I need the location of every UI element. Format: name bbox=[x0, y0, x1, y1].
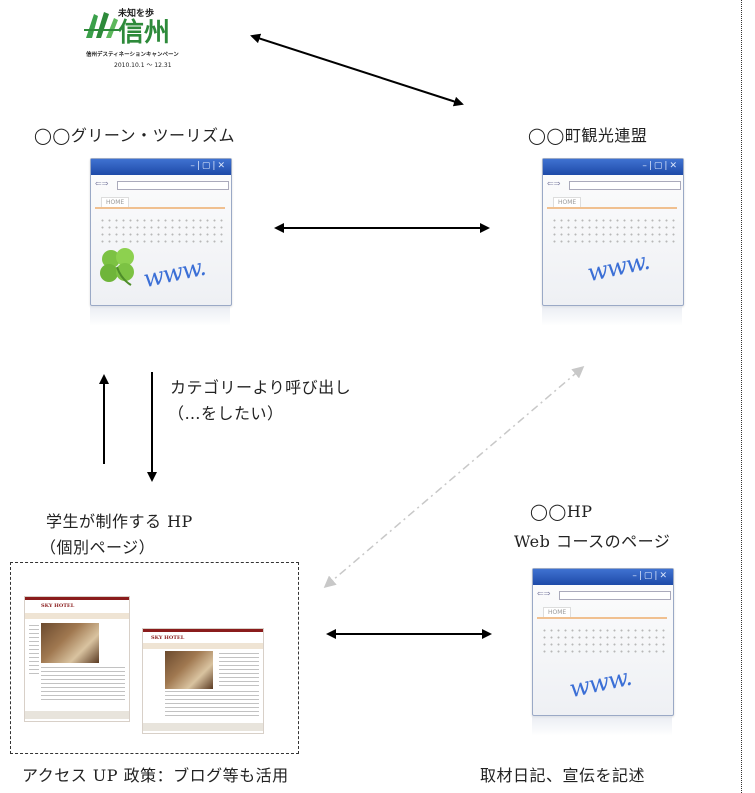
window-controls-icon: –|▢|✕ bbox=[642, 161, 679, 171]
address-bar bbox=[559, 591, 671, 600]
www-text: www. bbox=[584, 246, 652, 288]
window-reflection bbox=[532, 716, 672, 736]
category-label-line1: カテゴリーより呼び出し bbox=[170, 378, 352, 397]
hotel-header-bar bbox=[25, 597, 129, 600]
home-tab: HOME bbox=[553, 197, 582, 207]
browser-titlebar: –|▢|✕ bbox=[543, 159, 683, 175]
browser-frame: –|▢|✕ ⇐⇒ HOME www. bbox=[532, 568, 674, 716]
student-hp-label-line1: 学生が制作する HP bbox=[46, 512, 193, 531]
browser-titlebar: –|▢|✕ bbox=[533, 569, 673, 585]
window-controls-icon: –|▢|✕ bbox=[190, 161, 227, 171]
home-tab: HOME bbox=[543, 607, 572, 617]
logo-sub-text: 信州デスティネーションキャンペーン bbox=[86, 52, 179, 58]
leaf-logo-icon bbox=[84, 12, 120, 38]
hotel-logo: SKY HOTEL bbox=[41, 603, 75, 609]
window-reflection bbox=[542, 306, 682, 326]
hotel-photo bbox=[41, 623, 99, 663]
hotel-logo: SKY HOTEL bbox=[151, 635, 185, 641]
student-hp-group bbox=[10, 562, 299, 754]
hotel-site-screenshot-1: SKY HOTEL bbox=[24, 596, 130, 722]
category-label-line2: （…をしたい） bbox=[168, 404, 284, 423]
green-tourism-browser-window: –|▢|✕ ⇐⇒ HOME www. bbox=[90, 158, 232, 326]
home-tab: HOME bbox=[101, 197, 130, 207]
shinshu-campaign-logo: 未知を歩 信州 信州デスティネーションキャンペーン 2010.10.1 ～ 12… bbox=[82, 4, 202, 72]
student-hp-label-line2: （個別ページ） bbox=[40, 538, 156, 557]
hotel-footer bbox=[143, 723, 263, 731]
hotel-header-bar bbox=[143, 629, 263, 632]
tab-line bbox=[537, 617, 667, 619]
town-tourism-browser-window: –|▢|✕ ⇐⇒ HOME www. bbox=[542, 158, 684, 326]
dot-grid bbox=[541, 627, 665, 657]
hotel-nav bbox=[143, 643, 263, 649]
arrow-logo-town bbox=[250, 33, 464, 107]
green-tourism-label: ◯◯グリーン・ツーリズム bbox=[34, 126, 236, 145]
nav-arrows-icon: ⇐⇒ bbox=[95, 179, 109, 188]
hotel-side-text bbox=[29, 625, 39, 675]
hotel-photo bbox=[165, 651, 213, 689]
logo-date-text: 2010.10.1 ～ 12.31 bbox=[114, 62, 172, 69]
page-right-border bbox=[741, 0, 742, 793]
dot-grid bbox=[99, 217, 223, 247]
arrow-student-town-dashed bbox=[323, 366, 585, 588]
window-reflection bbox=[90, 306, 230, 326]
org-hp-label-line1: ◯◯HP bbox=[530, 502, 593, 521]
hotel-body-text bbox=[165, 691, 259, 717]
www-text: www. bbox=[566, 662, 634, 704]
org-hp-label-line2: Web コースのページ bbox=[514, 532, 671, 551]
browser-frame: –|▢|✕ ⇐⇒ HOME www. bbox=[542, 158, 684, 306]
logo-top-text: 未知を歩 bbox=[118, 9, 155, 19]
browser-frame: –|▢|✕ ⇐⇒ HOME www. bbox=[90, 158, 232, 306]
window-controls-icon: –|▢|✕ bbox=[632, 571, 669, 581]
logo-main-text: 信州 bbox=[118, 18, 171, 48]
hotel-site-screenshot-2: SKY HOTEL bbox=[142, 628, 264, 734]
town-tourism-label: ◯◯町観光連盟 bbox=[528, 126, 648, 145]
hotel-nav bbox=[25, 613, 129, 619]
hotel-side-text bbox=[219, 653, 259, 687]
hotel-body-text bbox=[41, 667, 125, 703]
address-bar bbox=[569, 181, 681, 190]
hotel-footer bbox=[25, 711, 129, 719]
tab-line bbox=[547, 207, 677, 209]
interview-diary-label: 取材日記、宣伝を記述 bbox=[480, 766, 646, 785]
org-hp-browser-window: –|▢|✕ ⇐⇒ HOME www. bbox=[532, 568, 674, 736]
tab-line bbox=[95, 207, 225, 209]
browser-titlebar: –|▢|✕ bbox=[91, 159, 231, 175]
clover-icon bbox=[100, 248, 134, 286]
www-text: www. bbox=[140, 252, 208, 294]
access-up-label: アクセス UP 政策：ブログ等も活用 bbox=[22, 766, 289, 785]
nav-arrows-icon: ⇐⇒ bbox=[537, 589, 551, 598]
nav-arrows-icon: ⇐⇒ bbox=[547, 179, 561, 188]
address-bar bbox=[117, 181, 229, 190]
dot-grid bbox=[551, 217, 675, 247]
